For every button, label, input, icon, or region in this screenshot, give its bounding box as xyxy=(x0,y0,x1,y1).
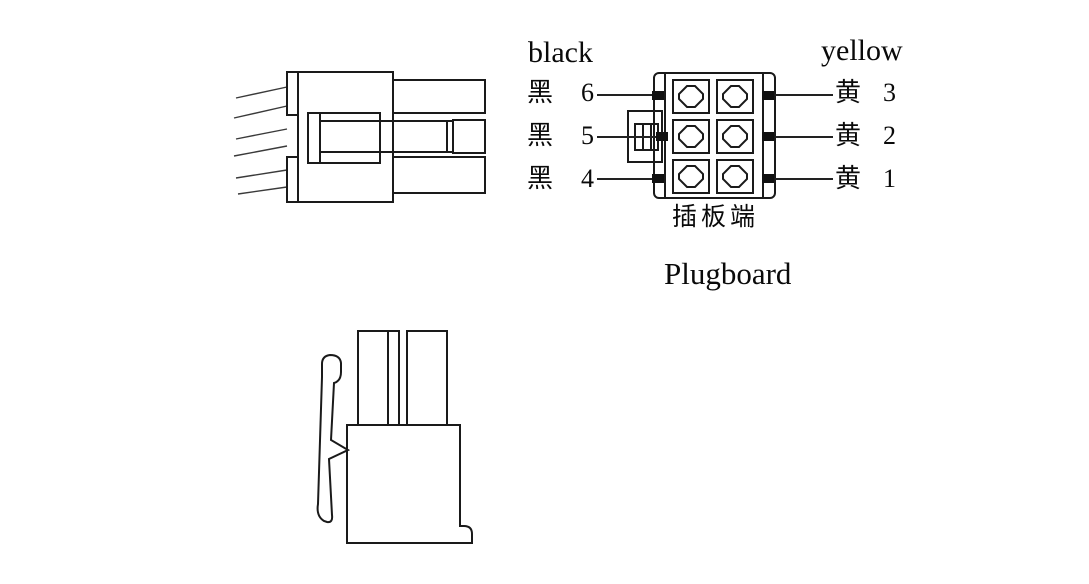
plugboard-face-drawing xyxy=(597,72,833,199)
plugboard-housing xyxy=(653,72,776,199)
wire-side-connector-drawing xyxy=(233,71,486,203)
pin-cavities xyxy=(672,79,754,194)
header-prong-left xyxy=(357,330,400,426)
tick xyxy=(652,174,664,183)
left-flange-top xyxy=(286,71,299,116)
wire-line xyxy=(235,86,288,99)
pin-color-cn: 黑 xyxy=(527,78,554,107)
header-body xyxy=(346,424,473,544)
latch-bar xyxy=(319,120,454,153)
pin-number: 5 xyxy=(581,121,594,150)
latch-bar-end xyxy=(452,119,486,154)
pin-cavity-contact xyxy=(722,165,748,188)
plugboard-caption-cn: 插板端 xyxy=(672,204,760,231)
pin-number: 6 xyxy=(581,78,594,107)
latch-frame xyxy=(307,112,381,164)
wire-line xyxy=(235,169,288,179)
pin-label-yellow-2: 黄 2 xyxy=(835,123,896,149)
pin-cavity-contact xyxy=(678,85,704,108)
pin-cavity-square xyxy=(716,119,754,154)
pin-number: 4 xyxy=(581,164,594,193)
pin-cavity-square xyxy=(716,79,754,114)
leader-lines xyxy=(597,94,833,180)
pin-label-yellow-3: 黄 3 xyxy=(835,80,896,106)
right-wire-color-label: yellow xyxy=(821,34,903,67)
pin-cavity-contact xyxy=(722,125,748,148)
plugboard-caption-en: Plugboard xyxy=(664,256,792,291)
pin-label-black-4: 黑 4 xyxy=(527,166,594,192)
pin-label-yellow-1: 黄 1 xyxy=(835,166,896,192)
pin-cavity-contact xyxy=(722,85,748,108)
pin-cavity-square xyxy=(672,159,710,194)
header-side-view-drawing xyxy=(316,330,473,544)
pin-color-cn: 黄 xyxy=(835,78,862,107)
pin-number: 3 xyxy=(883,78,896,107)
right-tab-bottom xyxy=(392,156,486,194)
pin-label-black-6: 黑 6 xyxy=(527,80,594,106)
pin-color-cn: 黄 xyxy=(835,164,862,193)
pin-number: 1 xyxy=(883,164,896,193)
header-prong-right xyxy=(406,330,448,426)
tick xyxy=(656,132,668,141)
connector-body xyxy=(297,71,394,203)
pin-cavity-contact xyxy=(678,165,704,188)
pin-cavity-square xyxy=(672,119,710,154)
pin-color-cn: 黄 xyxy=(835,121,862,150)
tick xyxy=(652,91,664,100)
tick xyxy=(762,91,774,100)
left-flange-bottom xyxy=(286,156,299,203)
tick xyxy=(762,174,774,183)
wire-line xyxy=(233,145,288,157)
tick xyxy=(762,132,774,141)
wire-leads xyxy=(233,86,288,195)
pin-number: 2 xyxy=(883,121,896,150)
pin-cavity-contact xyxy=(678,125,704,148)
header-latch-hook xyxy=(316,353,351,524)
pin-cavity-square xyxy=(716,159,754,194)
wire-line xyxy=(235,128,288,140)
wire-line xyxy=(233,105,288,119)
contact-ticks xyxy=(652,91,774,183)
pin-cavity-square xyxy=(672,79,710,114)
pin-label-black-5: 黑 5 xyxy=(527,123,594,149)
pin-color-cn: 黑 xyxy=(527,121,554,150)
left-wire-color-label: black xyxy=(528,36,593,69)
right-tab-top xyxy=(392,79,486,114)
pin-color-cn: 黑 xyxy=(527,164,554,193)
wire-line xyxy=(237,186,288,195)
